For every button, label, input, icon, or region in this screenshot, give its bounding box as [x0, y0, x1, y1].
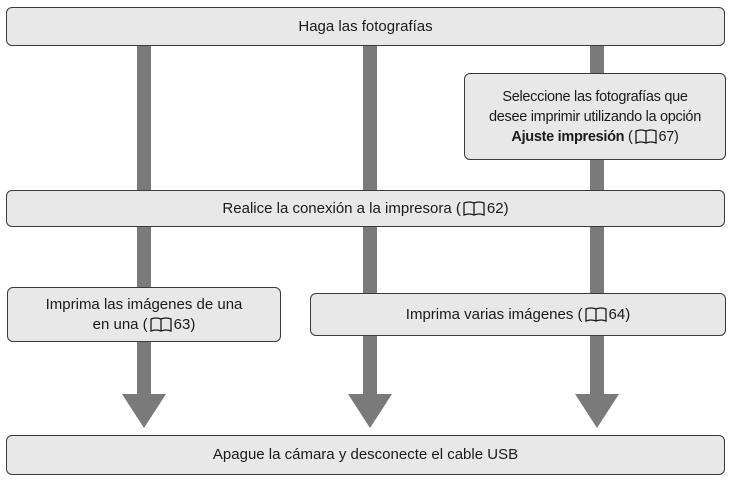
step-select-page: 67 — [658, 128, 675, 145]
step-print-one-line2: en una ( — [92, 315, 148, 333]
arrow-right-head — [575, 394, 619, 428]
step-connect-label: Realice la conexión a la impresora ( — [222, 199, 461, 217]
step-connect-printer: Realice la conexión a la impresora (62) — [6, 190, 725, 227]
step-connect-page: 62 — [486, 199, 504, 217]
book-icon — [584, 306, 607, 322]
connector-left-1 — [137, 45, 151, 190]
step-select-line2: desee imprimir utilizando la opción — [489, 108, 701, 125]
book-icon — [463, 200, 485, 216]
step-print-one-line1: Imprima las imágenes de una — [45, 295, 243, 313]
arrow-left-head — [122, 394, 166, 428]
step-turn-off-label: Apague la cámara y desconecte el cable U… — [212, 446, 519, 463]
step-take-pictures: Haga las fotografías — [6, 7, 725, 46]
connector-middle-1 — [363, 45, 377, 190]
step-print-one-at-a-time: Imprima las imágenes de una en una (63) — [7, 287, 281, 342]
step-print-multi-label: Imprima varias imágenes ( — [405, 305, 583, 323]
step-select-pictures: Seleccione las fotografías que desee imp… — [464, 73, 726, 160]
step-print-multiple: Imprima varias imágenes (64) — [310, 293, 726, 336]
step-select-line1: Seleccione las fotografías que — [502, 88, 688, 105]
print-set-option-label: Ajuste impresión — [511, 128, 625, 145]
book-icon — [634, 128, 657, 144]
step-turn-off-camera: Apague la cámara y desconecte el cable U… — [6, 435, 725, 475]
arrow-middle-head — [348, 394, 392, 428]
book-icon — [150, 316, 172, 332]
step-print-one-page: 63 — [173, 315, 191, 333]
step-print-multi-page: 64 — [608, 305, 626, 323]
step-take-pictures-label: Haga las fotografías — [298, 17, 433, 35]
